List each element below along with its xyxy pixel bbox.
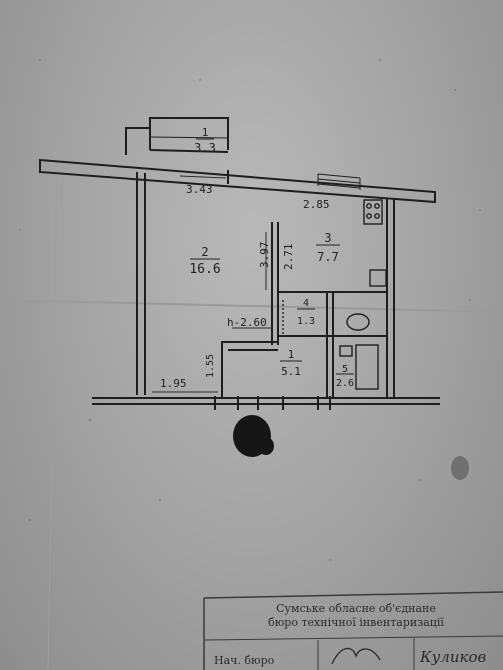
- room-5-area: 2.6: [336, 378, 354, 389]
- dimension-label: 1.55: [205, 354, 216, 378]
- bathroom-fixtures: [282, 300, 379, 390]
- signature-scribble: [331, 647, 381, 665]
- stamp-position: Нач. бюро: [214, 654, 275, 667]
- stamp-organization-line2: бюро технічної інвентаризації: [268, 616, 444, 629]
- hall-area: 5.1: [281, 365, 301, 378]
- room-1-number: 1: [202, 126, 209, 139]
- dimension-label: 3.43: [186, 183, 213, 196]
- dimension-label: 3.97: [258, 242, 271, 269]
- dimension-label: h-2.60: [227, 316, 267, 329]
- window-hatching: [149, 136, 361, 190]
- dimension-label: 1.95: [160, 377, 187, 390]
- sink-icon: [369, 269, 387, 287]
- inventory-stamp: Сумське обласне об'єднане бюро технічної…: [203, 591, 503, 670]
- dimension-label: 2.71: [282, 244, 295, 271]
- room-2-number: 2: [201, 245, 208, 259]
- paper-specks: [19, 58, 481, 561]
- walls: [39, 117, 440, 405]
- washbasin-icon: [339, 345, 353, 357]
- stamp-signature-name: Куликов: [419, 648, 487, 666]
- room-4-number: 4: [303, 298, 309, 309]
- kitchen-fixtures: [363, 199, 387, 287]
- room-5-number: 5: [342, 364, 348, 375]
- stamp-organization-line1: Сумське обласне об'єднане: [276, 602, 436, 615]
- ink-blotch: [233, 415, 469, 480]
- room-3-number: 3: [324, 231, 331, 245]
- room-2-area: 16.6: [189, 262, 220, 277]
- dimension-lines: [152, 175, 272, 393]
- fold-line: [0, 299, 503, 313]
- room-4-area: 1.3: [297, 316, 315, 327]
- entrance-door-marks: [214, 396, 331, 410]
- dimension-label: 2.85: [303, 198, 330, 211]
- room-1-area: 3.3: [194, 141, 216, 155]
- toilet-icon: [346, 313, 370, 331]
- stove-icon: [363, 199, 383, 225]
- hall-number: 1: [288, 348, 295, 361]
- fold-line: [47, 0, 61, 670]
- bathtub-icon: [355, 344, 379, 390]
- room-3-area: 7.7: [317, 250, 339, 264]
